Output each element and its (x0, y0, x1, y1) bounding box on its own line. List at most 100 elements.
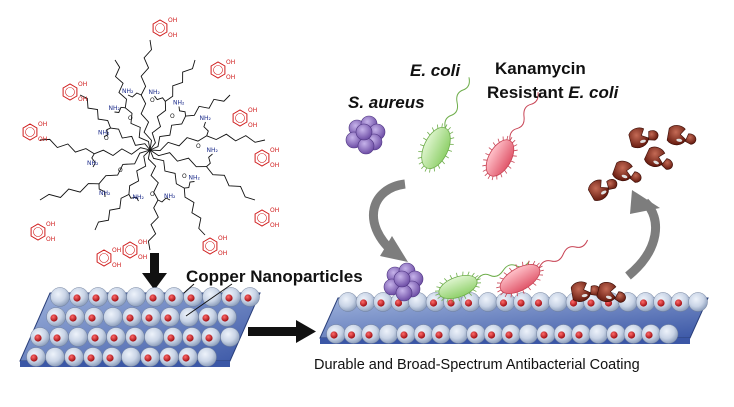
s-aureus-cluster-top (345, 115, 386, 155)
copper-nanoparticle (627, 331, 636, 339)
hydroxyl-label: OH (78, 81, 87, 88)
polymer-sphere (103, 307, 123, 327)
pilus (536, 278, 541, 281)
pilus (484, 172, 488, 177)
catechol-ring (210, 61, 226, 79)
pilus (482, 169, 487, 172)
left-coated-surface (19, 287, 261, 367)
copper-nanoparticle (164, 314, 172, 322)
hydroxyl-label: OH (226, 59, 235, 66)
resistant-e-coli-top (482, 92, 539, 181)
pilus (509, 267, 513, 272)
copper-nanoparticle (330, 331, 338, 339)
hydroxyl-label: OH (270, 207, 279, 214)
right-coated-surface (319, 292, 709, 344)
copper-nanoparticle (674, 299, 683, 307)
polymer-sphere (126, 287, 146, 307)
pilus (431, 127, 435, 132)
e-coli-top (417, 77, 470, 173)
cell-fragment (614, 291, 626, 303)
pilus (474, 275, 479, 279)
polymer-sphere (68, 327, 88, 347)
cytoplasm-leak (640, 139, 646, 143)
polymer-bond (39, 138, 95, 155)
polymer-sphere (548, 292, 568, 312)
pilus (532, 282, 537, 286)
polymer-bond (127, 92, 142, 98)
copper-nanoparticle (225, 294, 233, 302)
copper-nanoparticle (110, 334, 118, 342)
copper-nanoparticle (126, 314, 134, 322)
kanamycin-label-line1: Kanamycin (495, 59, 586, 78)
copper-nanoparticle (540, 331, 548, 339)
amine-label: NH₂ (200, 115, 212, 122)
polymer-bond (39, 183, 100, 201)
pilus (418, 161, 423, 165)
pilus (449, 143, 454, 145)
pilus (506, 135, 509, 140)
catechol-ring (254, 209, 270, 227)
copper-nanoparticle (88, 314, 96, 322)
cytoplasm-leak (581, 294, 588, 298)
copper-nanoparticle (202, 314, 210, 322)
hydroxyl-label: OH (270, 147, 279, 154)
s-aureus-label: S. aureus (348, 93, 425, 112)
polymer-sphere (50, 287, 70, 307)
polymer-bond (147, 149, 159, 201)
copper-nanoparticle (182, 354, 190, 362)
pilus (443, 278, 448, 282)
polymer-bond (128, 194, 139, 202)
e-coli-label: E. coli (410, 61, 461, 80)
s-aureus-cluster-surface (383, 262, 424, 302)
pilus (447, 127, 451, 131)
copper-nanoparticle (244, 294, 252, 302)
cell-fragment (684, 133, 697, 145)
polymer-bond (165, 59, 196, 102)
pilus (471, 272, 475, 277)
polymer-sphere (220, 327, 240, 347)
copper-nanoparticle (145, 314, 153, 322)
oxygen-label: O (150, 97, 155, 104)
copper-nanoparticle (73, 294, 81, 302)
pilus (496, 286, 501, 289)
pilus (496, 282, 502, 284)
pilus (472, 289, 477, 292)
oxygen-label: O (104, 135, 109, 142)
copper-nanoparticle (186, 334, 194, 342)
pilus (437, 124, 439, 129)
copper-nanoparticle (347, 331, 356, 339)
hydroxyl-label: OH (138, 254, 147, 261)
amine-label: NH₂ (189, 175, 201, 182)
coccus (355, 123, 373, 141)
cell-fragment (661, 158, 673, 170)
copper-nanoparticle (394, 299, 403, 307)
copper-nanoparticle (149, 294, 157, 302)
hydroxyl-label: OH (218, 235, 227, 242)
cytoplasm-leak (653, 160, 659, 165)
hydroxyl-label: OH (168, 32, 177, 39)
copper-nanoparticle (111, 294, 119, 302)
pilus (522, 261, 524, 266)
pilus (527, 286, 531, 291)
copper-nanoparticle (30, 354, 38, 362)
pilus (512, 155, 517, 157)
flagellum (538, 239, 589, 269)
hydroxyl-label: OH (38, 136, 47, 143)
polymer-bond (140, 39, 152, 96)
copper-nanoparticle (464, 299, 473, 307)
amine-label: NH₂ (173, 100, 185, 107)
copper-nanoparticle (92, 294, 100, 302)
cell-fragment (648, 130, 659, 141)
pilus (538, 274, 544, 276)
polymer-bond (149, 135, 207, 152)
pilus (532, 260, 536, 265)
pilus (447, 149, 453, 152)
pilus (492, 142, 496, 147)
pilus (483, 159, 488, 161)
pilus (417, 156, 422, 159)
pilus (418, 151, 423, 153)
pilus (449, 274, 453, 279)
pilus (434, 290, 440, 292)
